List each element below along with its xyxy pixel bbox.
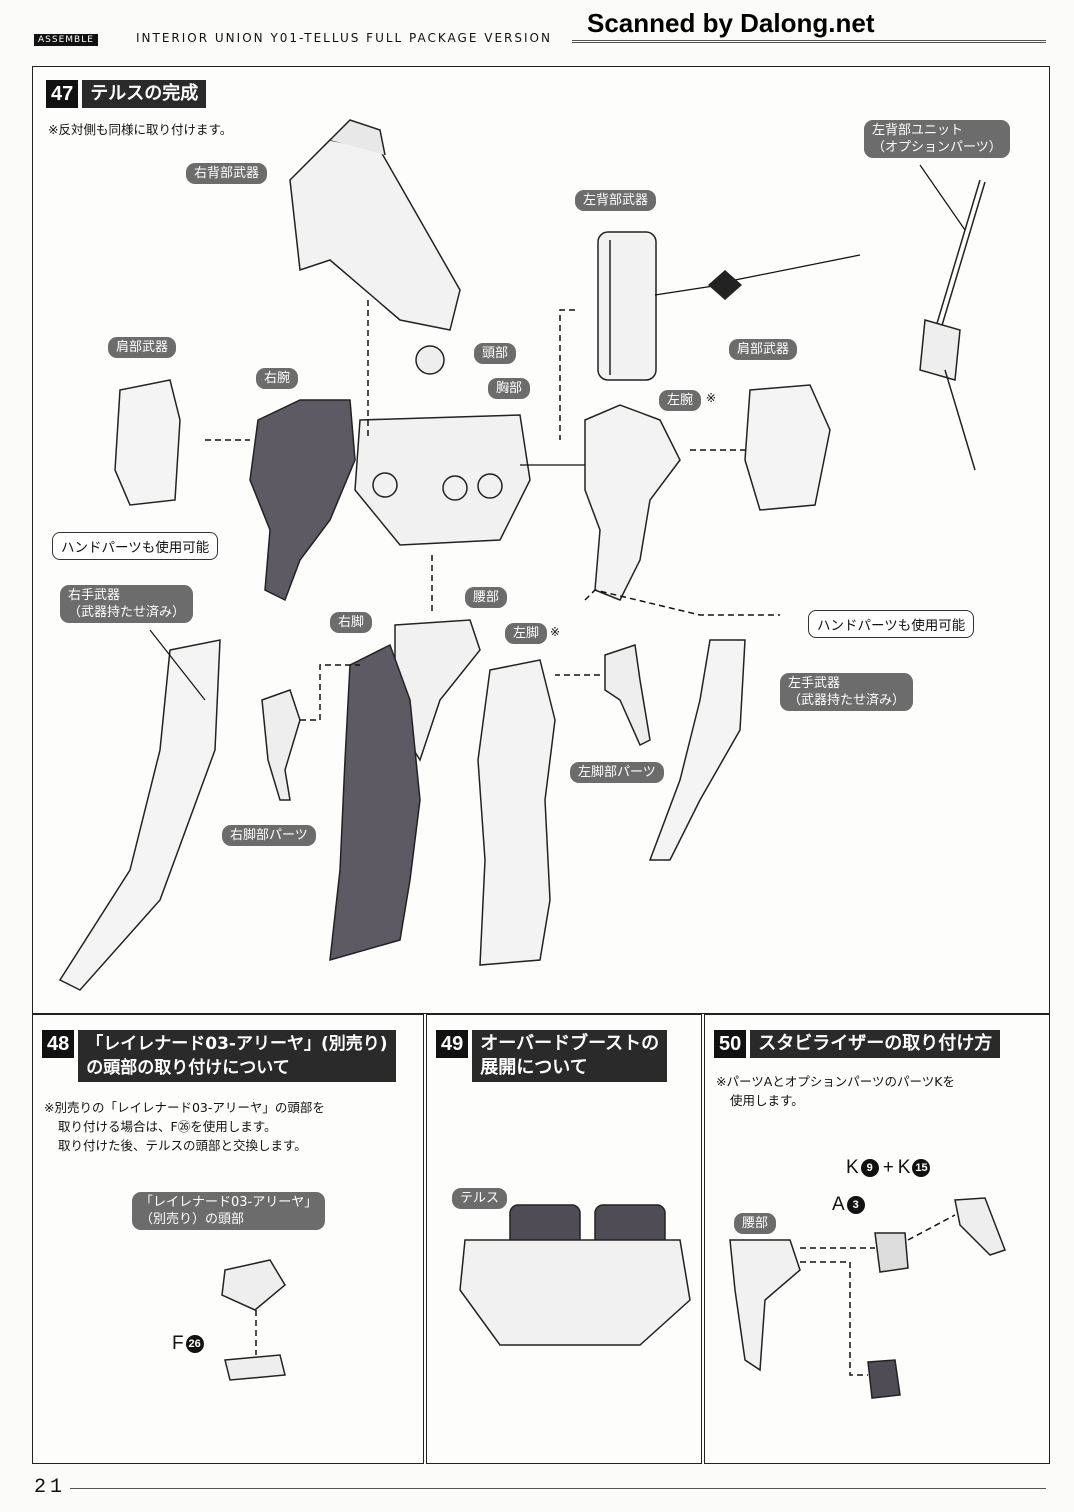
step-title-line-2: の頭部の取り付けについて	[86, 1058, 290, 1078]
plus-sign: +	[882, 1157, 894, 1178]
product-title: INTERIOR UNION Y01-TELLUS FULL PACKAGE V…	[136, 31, 552, 45]
callout-hand-parts-left: ハンドパーツも使用可能	[808, 610, 975, 638]
note-line-2: 取り付ける場合は、F㉖を使用します。	[58, 1119, 277, 1134]
step-title: オーバードブーストの 展開について	[472, 1030, 668, 1082]
step-number: 48	[42, 1030, 75, 1058]
label-chest: 胸部	[488, 378, 531, 399]
label-left-arm-mark: ※	[706, 391, 717, 405]
part-letter: K	[846, 1157, 859, 1178]
label-right-arm: 右腕	[256, 368, 299, 389]
page-number: 21	[34, 1476, 67, 1499]
label-waist-50: 腰部	[734, 1213, 777, 1234]
label-line-2: （武器持たせ済み）	[68, 605, 186, 620]
label-right-hand-weapon: 右手武器 （武器持たせ済み）	[60, 585, 194, 623]
step-48-header: 48 「レイレナード03-アリーヤ」(別売り) の頭部の取り付けについて	[42, 1030, 396, 1082]
step-number: 50	[714, 1030, 747, 1058]
label-left-arm: 左腕	[659, 390, 702, 411]
part-letter: A	[832, 1194, 845, 1215]
step-title: テルスの完成	[82, 80, 207, 108]
step-50-note: ※パーツAとオプションパーツのパーツKを 使用します。	[716, 1072, 955, 1110]
page-header: ASSEMBLE INTERIOR UNION Y01-TELLUS FULL …	[32, 28, 1046, 48]
label-tellus: テルス	[452, 1188, 508, 1209]
label-shoulder-weapon-right: 肩部武器	[108, 337, 177, 358]
label-left-leg-mark: ※	[550, 625, 561, 639]
part-a3: A 3	[832, 1194, 865, 1216]
label-line-1: 左背部ユニット	[872, 123, 964, 138]
step-48-note: ※別売りの「レイレナード03-アリーヤ」の頭部を 取り付ける場合は、F㉖を使用し…	[44, 1098, 325, 1155]
step-47-header: 47 テルスの完成	[46, 80, 207, 108]
label-line-2: （武器持たせ済み）	[788, 693, 906, 708]
step-50-header: 50 スタビライザーの取り付け方	[714, 1030, 1001, 1058]
label-left-back-unit: 左背部ユニット （オプションパーツ）	[864, 120, 1010, 158]
label-waist: 腰部	[465, 587, 508, 608]
part-number: 26	[185, 1335, 204, 1353]
step-title-line-1: 「レイレナード03-アリーヤ」(別売り)	[86, 1034, 388, 1054]
label-shoulder-weapon-left: 肩部武器	[729, 339, 798, 360]
part-number: 3	[846, 1196, 865, 1214]
callout-hand-parts-right: ハンドパーツも使用可能	[52, 532, 219, 560]
label-line-1: 左手武器	[788, 676, 841, 691]
note-line-3: 取り付けた後、テルスの頭部と交換します。	[58, 1138, 307, 1153]
label-left-leg-parts: 左脚部パーツ	[570, 762, 664, 783]
label-left-leg: 左脚	[505, 623, 548, 644]
part-k9-k15: K 9 + K 15	[846, 1157, 931, 1179]
label-right-leg: 右脚	[330, 612, 373, 633]
step-48-panel	[32, 1014, 424, 1464]
part-number: 9	[860, 1159, 879, 1177]
footer-rule	[70, 1488, 1046, 1489]
part-f26: F 26	[172, 1333, 204, 1355]
label-aliya-head: 「レイレナード03-アリーヤ」 （別売り）の頭部	[132, 1192, 326, 1230]
scan-watermark: Scanned by Dalong.net	[583, 8, 879, 39]
part-letter: F	[172, 1333, 184, 1354]
note-line-1: ※別売りの「レイレナード03-アリーヤ」の頭部を	[44, 1100, 325, 1115]
label-right-leg-parts: 右脚部パーツ	[222, 825, 316, 846]
label-left-back-weapon: 左背部武器	[575, 190, 657, 211]
part-letter: K	[897, 1157, 911, 1178]
step-49-header: 49 オーバードブーストの 展開について	[436, 1030, 668, 1082]
note-line-1: ※パーツAとオプションパーツのパーツKを	[716, 1074, 955, 1089]
step-title: 「レイレナード03-アリーヤ」(別売り) の頭部の取り付けについて	[78, 1030, 396, 1082]
note-line-2: 使用します。	[730, 1093, 804, 1108]
step-title: スタビライザーの取り付け方	[750, 1030, 1001, 1058]
part-number: 15	[912, 1159, 931, 1177]
step-number: 49	[436, 1030, 469, 1058]
label-right-back-weapon: 右背部武器	[186, 163, 268, 184]
step-title-line-1: オーバードブーストの	[480, 1033, 660, 1054]
header-rule	[572, 40, 1046, 43]
assemble-tag: ASSEMBLE	[34, 34, 98, 46]
label-line-2: （別売り）の頭部	[140, 1212, 245, 1227]
label-line-1: 「レイレナード03-アリーヤ」	[140, 1195, 318, 1210]
label-head: 頭部	[474, 343, 517, 364]
step-47-note: ※反対側も同様に取り付けます。	[48, 122, 233, 137]
label-line-2: （オプションパーツ）	[872, 140, 1002, 155]
step-title-line-2: 展開について	[480, 1057, 588, 1078]
step-number: 47	[46, 80, 79, 108]
label-line-1: 右手武器	[68, 588, 121, 603]
label-left-hand-weapon: 左手武器 （武器持たせ済み）	[780, 673, 914, 711]
